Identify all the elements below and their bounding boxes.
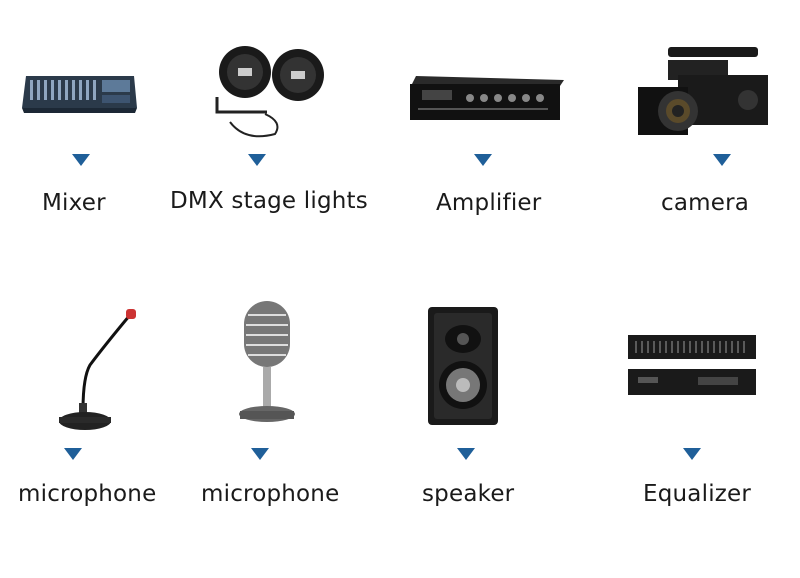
- down-arrow-icon: [713, 154, 731, 166]
- item-label-microphone-gooseneck: microphone: [18, 481, 157, 507]
- down-arrow-icon: [248, 154, 266, 166]
- down-arrow-icon: [474, 154, 492, 166]
- vintage-microphone-icon: [236, 297, 298, 427]
- stage-lights-icon: [205, 42, 330, 142]
- down-arrow-icon: [457, 448, 475, 460]
- camera-icon: [638, 45, 778, 140]
- item-label-equalizer: Equalizer: [643, 481, 752, 507]
- down-arrow-icon: [683, 448, 701, 460]
- item-label-microphone-vintage: microphone: [201, 481, 340, 507]
- item-label-speaker: speaker: [422, 481, 515, 507]
- item-label-camera: camera: [661, 190, 750, 216]
- equalizer-icon: [628, 335, 756, 397]
- down-arrow-icon: [72, 154, 90, 166]
- mixer-icon: [22, 68, 137, 113]
- item-label-amplifier: Amplifier: [436, 190, 542, 216]
- item-label-mixer: Mixer: [42, 190, 106, 216]
- down-arrow-icon: [64, 448, 82, 460]
- item-label-dmx-stage-lights: DMX stage lights: [170, 188, 368, 214]
- amplifier-icon: [408, 76, 564, 124]
- gooseneck-microphone-icon: [55, 305, 143, 433]
- speaker-icon: [428, 307, 498, 425]
- down-arrow-icon: [251, 448, 269, 460]
